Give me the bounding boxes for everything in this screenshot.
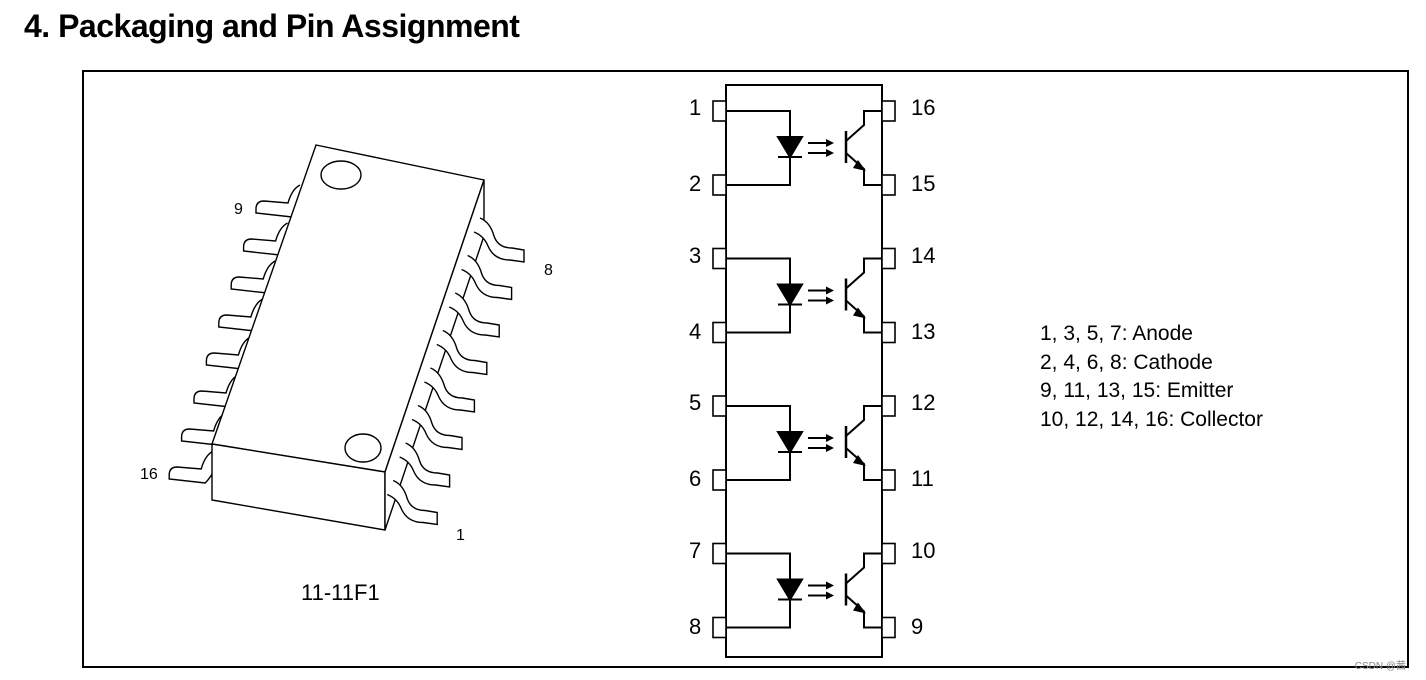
pin-pad bbox=[881, 100, 896, 122]
right-pin-number: 15 bbox=[911, 171, 936, 196]
figure-frame bbox=[82, 70, 1409, 668]
legend-collector: 10, 12, 14, 16: Collector bbox=[1040, 407, 1263, 431]
pin-pad bbox=[712, 395, 727, 417]
legend-emitter: 9, 11, 13, 15: Emitter bbox=[1040, 379, 1234, 402]
legend-anode: 1, 3, 5, 7: Anode bbox=[1040, 322, 1193, 345]
left-pin-number: 6 bbox=[689, 466, 702, 491]
right-pin-number: 16 bbox=[911, 95, 936, 120]
left-pin-number: 8 bbox=[689, 613, 702, 639]
package-pin-1-label: 1 bbox=[456, 527, 465, 544]
pin-pad bbox=[881, 542, 896, 565]
emitter-arrow bbox=[853, 160, 866, 171]
led-wire bbox=[726, 405, 791, 481]
optocoupler-channel bbox=[712, 395, 896, 491]
optocoupler-channel bbox=[712, 247, 896, 344]
pin-pad bbox=[712, 247, 727, 270]
emitter-arrow bbox=[853, 602, 866, 614]
emitter-lead bbox=[845, 447, 882, 481]
package-pin-9-label: 9 bbox=[234, 201, 243, 218]
pin-legend: 1, 3, 5, 7: Anode 2, 4, 6, 8: Cathode 9,… bbox=[1040, 320, 1263, 434]
led-symbol bbox=[776, 136, 804, 159]
emitter-arrow bbox=[853, 307, 866, 319]
left-pin-number: 5 bbox=[689, 390, 702, 415]
led-symbol bbox=[776, 431, 804, 454]
pin-pad bbox=[881, 321, 896, 344]
pin-pad bbox=[881, 616, 896, 639]
optocoupler-channel bbox=[712, 542, 896, 639]
left-pin-number: 3 bbox=[689, 242, 702, 268]
package-lead-right bbox=[461, 254, 513, 301]
collector-lead bbox=[845, 552, 882, 585]
pin-pad bbox=[712, 616, 727, 639]
led-wire bbox=[726, 110, 791, 186]
emitter-arrow bbox=[853, 455, 866, 466]
pin-pad bbox=[881, 174, 896, 196]
package-code: 11-11F1 bbox=[301, 580, 380, 605]
package-lead-right bbox=[411, 404, 463, 451]
right-pin-number: 11 bbox=[911, 466, 934, 491]
pin-pad bbox=[712, 100, 727, 122]
collector-lead bbox=[845, 405, 882, 437]
emitter-lead bbox=[845, 594, 882, 629]
schematic bbox=[712, 84, 896, 658]
optocoupler-channel bbox=[712, 100, 896, 196]
package-lead-right bbox=[424, 367, 476, 413]
pin-pad bbox=[881, 395, 896, 417]
package-lead-right bbox=[399, 442, 451, 488]
package-drawing bbox=[168, 144, 525, 531]
pin-pad bbox=[712, 321, 727, 344]
collector-lead bbox=[845, 257, 882, 290]
watermark: CSDN @茜 bbox=[1354, 661, 1406, 672]
left-pin-number: 4 bbox=[689, 318, 702, 344]
led-wire bbox=[726, 552, 791, 629]
collector-lead bbox=[845, 110, 882, 142]
pin1-dimple bbox=[320, 160, 362, 190]
pin-pad bbox=[712, 174, 727, 196]
right-pin-number: 13 bbox=[911, 318, 936, 344]
left-pin-number: 7 bbox=[689, 537, 702, 563]
ic-outline bbox=[725, 84, 883, 658]
legend-cathode: 2, 4, 6, 8: Cathode bbox=[1040, 350, 1213, 374]
led-symbol bbox=[776, 578, 804, 602]
left-pin-number: 1 bbox=[689, 95, 702, 120]
led-symbol bbox=[776, 283, 804, 307]
left-pin-number: 2 bbox=[689, 171, 702, 196]
package-pin-8-label: 8 bbox=[544, 262, 553, 279]
section-heading: 4. Packaging and Pin Assignment bbox=[24, 8, 520, 44]
pin-pad bbox=[712, 469, 727, 491]
emitter-lead bbox=[845, 152, 882, 186]
package-lead-right bbox=[386, 479, 438, 526]
right-pin-number: 10 bbox=[911, 537, 936, 563]
package-pin-16-label: 16 bbox=[140, 466, 158, 483]
mold-dimple bbox=[344, 433, 382, 463]
package-lead-right bbox=[448, 292, 500, 338]
right-pin-number: 12 bbox=[911, 390, 936, 415]
pin-pad bbox=[881, 247, 896, 270]
right-pin-number: 14 bbox=[911, 242, 936, 268]
right-pin-number: 9 bbox=[911, 613, 924, 639]
package-lead-right bbox=[473, 217, 525, 263]
package-lead-right bbox=[436, 329, 488, 376]
led-wire bbox=[726, 257, 791, 334]
emitter-lead bbox=[845, 299, 882, 334]
pin-pad bbox=[881, 469, 896, 491]
pin-pad bbox=[712, 542, 727, 565]
right-leads bbox=[386, 217, 525, 526]
